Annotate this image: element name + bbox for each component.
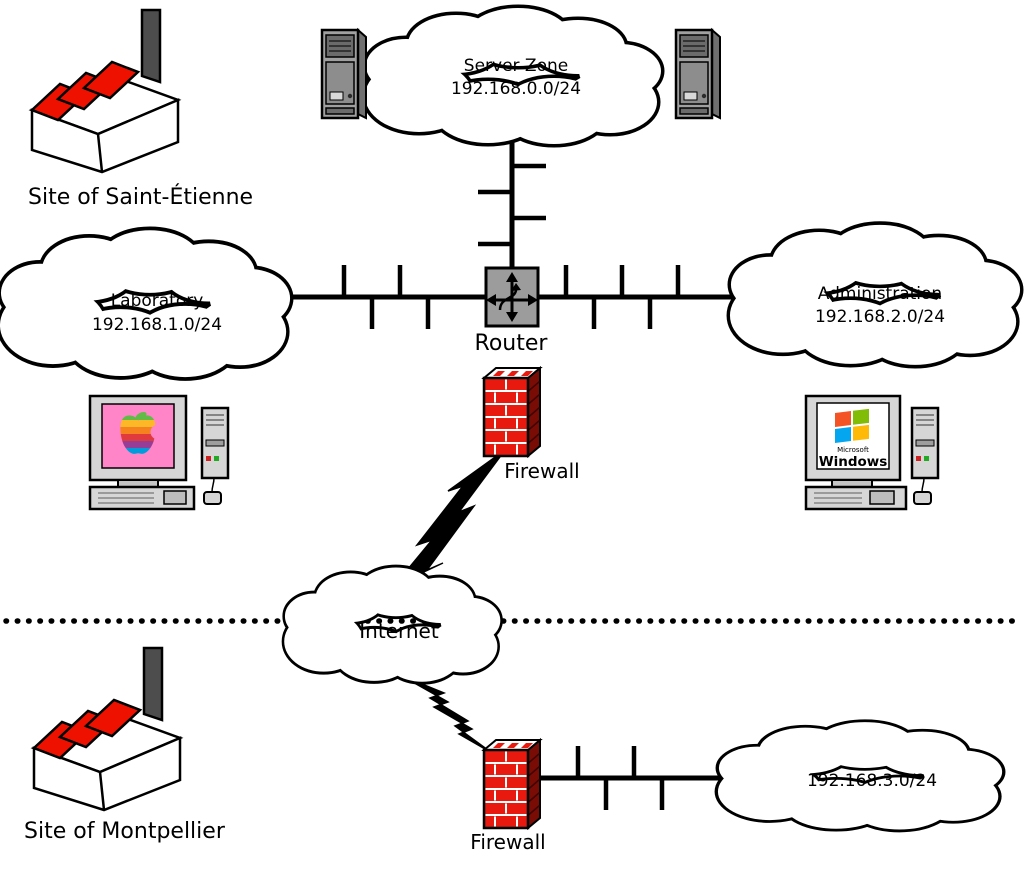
router-curve-arrow xyxy=(498,287,518,311)
internet-label: Internet xyxy=(359,619,439,643)
router-label: Router xyxy=(475,331,549,356)
windows-mouse-cable xyxy=(921,477,925,493)
server-tower-left-icon xyxy=(320,28,368,120)
router-curve-arrowhead xyxy=(511,283,521,291)
server-zone-subnet: 192.168.0.0/24 xyxy=(451,79,581,99)
router-arrowhead-right xyxy=(528,294,538,306)
windows-computer-icon: Microsoft Windows xyxy=(804,394,940,511)
bus-firewall-montpellier-lan xyxy=(532,746,732,810)
mac-tower-led-red xyxy=(206,456,211,461)
mac-mouse-cable xyxy=(211,477,215,493)
mac-keypad xyxy=(163,490,187,505)
saint-etienne-factory-icon xyxy=(30,8,180,174)
bus-serverzone-router xyxy=(478,130,546,270)
laboratory-subnet: 192.168.1.0/24 xyxy=(92,315,222,335)
apple-bite xyxy=(150,424,166,440)
router-arrowhead-down xyxy=(506,312,518,322)
administration-name: Administration xyxy=(818,284,942,304)
mac-keyboard-keys xyxy=(98,492,154,504)
firewall-montpellier-label: Firewall xyxy=(470,830,545,854)
windows-unit-slots xyxy=(814,492,862,504)
server-zone-cloud xyxy=(365,8,661,144)
laboratory-name: Laboratory xyxy=(111,291,204,311)
windows-wordmark: Windows xyxy=(819,454,888,470)
site-saint-etienne-label: Site of Saint-Étienne xyxy=(28,184,253,210)
montpellier-lan-subnet: 192.168.3.0/24 xyxy=(807,771,937,791)
router-icon xyxy=(484,266,540,328)
firewall-main-label: Firewall xyxy=(504,459,579,483)
windows-tower-led-green xyxy=(924,456,929,461)
lightning-link-icon xyxy=(401,675,493,754)
windows-tower-drive-slot xyxy=(915,439,935,447)
windows-mouse xyxy=(913,491,932,505)
lightning-link-icon xyxy=(393,449,506,587)
montpellier-factory-icon xyxy=(32,646,182,812)
windows-unit-drive xyxy=(869,490,895,505)
mac-tower-drive-slot xyxy=(205,439,225,447)
router-arrowhead-up xyxy=(506,272,518,282)
windows-tower-led-red xyxy=(916,456,921,461)
firewall-montpellier-icon xyxy=(482,738,542,830)
site-montpellier-label: Site of Montpellier xyxy=(24,819,226,844)
mac-tower-led-green xyxy=(214,456,219,461)
microsoft-wordmark: Microsoft xyxy=(837,446,869,454)
administration-subnet: 192.168.2.0/24 xyxy=(815,307,945,327)
windows-tower-vents xyxy=(916,414,934,426)
windows-logo-icon xyxy=(835,408,869,443)
firewall-main-icon xyxy=(482,366,542,458)
apple-logo-icon xyxy=(120,412,166,454)
router-arrowhead-left xyxy=(486,294,496,306)
server-zone-name: Server Zone xyxy=(464,56,568,76)
mac-tower-vents xyxy=(206,414,224,426)
mac-mouse xyxy=(203,491,222,505)
mac-computer-icon xyxy=(88,394,230,511)
server-tower-right-icon xyxy=(674,28,722,120)
